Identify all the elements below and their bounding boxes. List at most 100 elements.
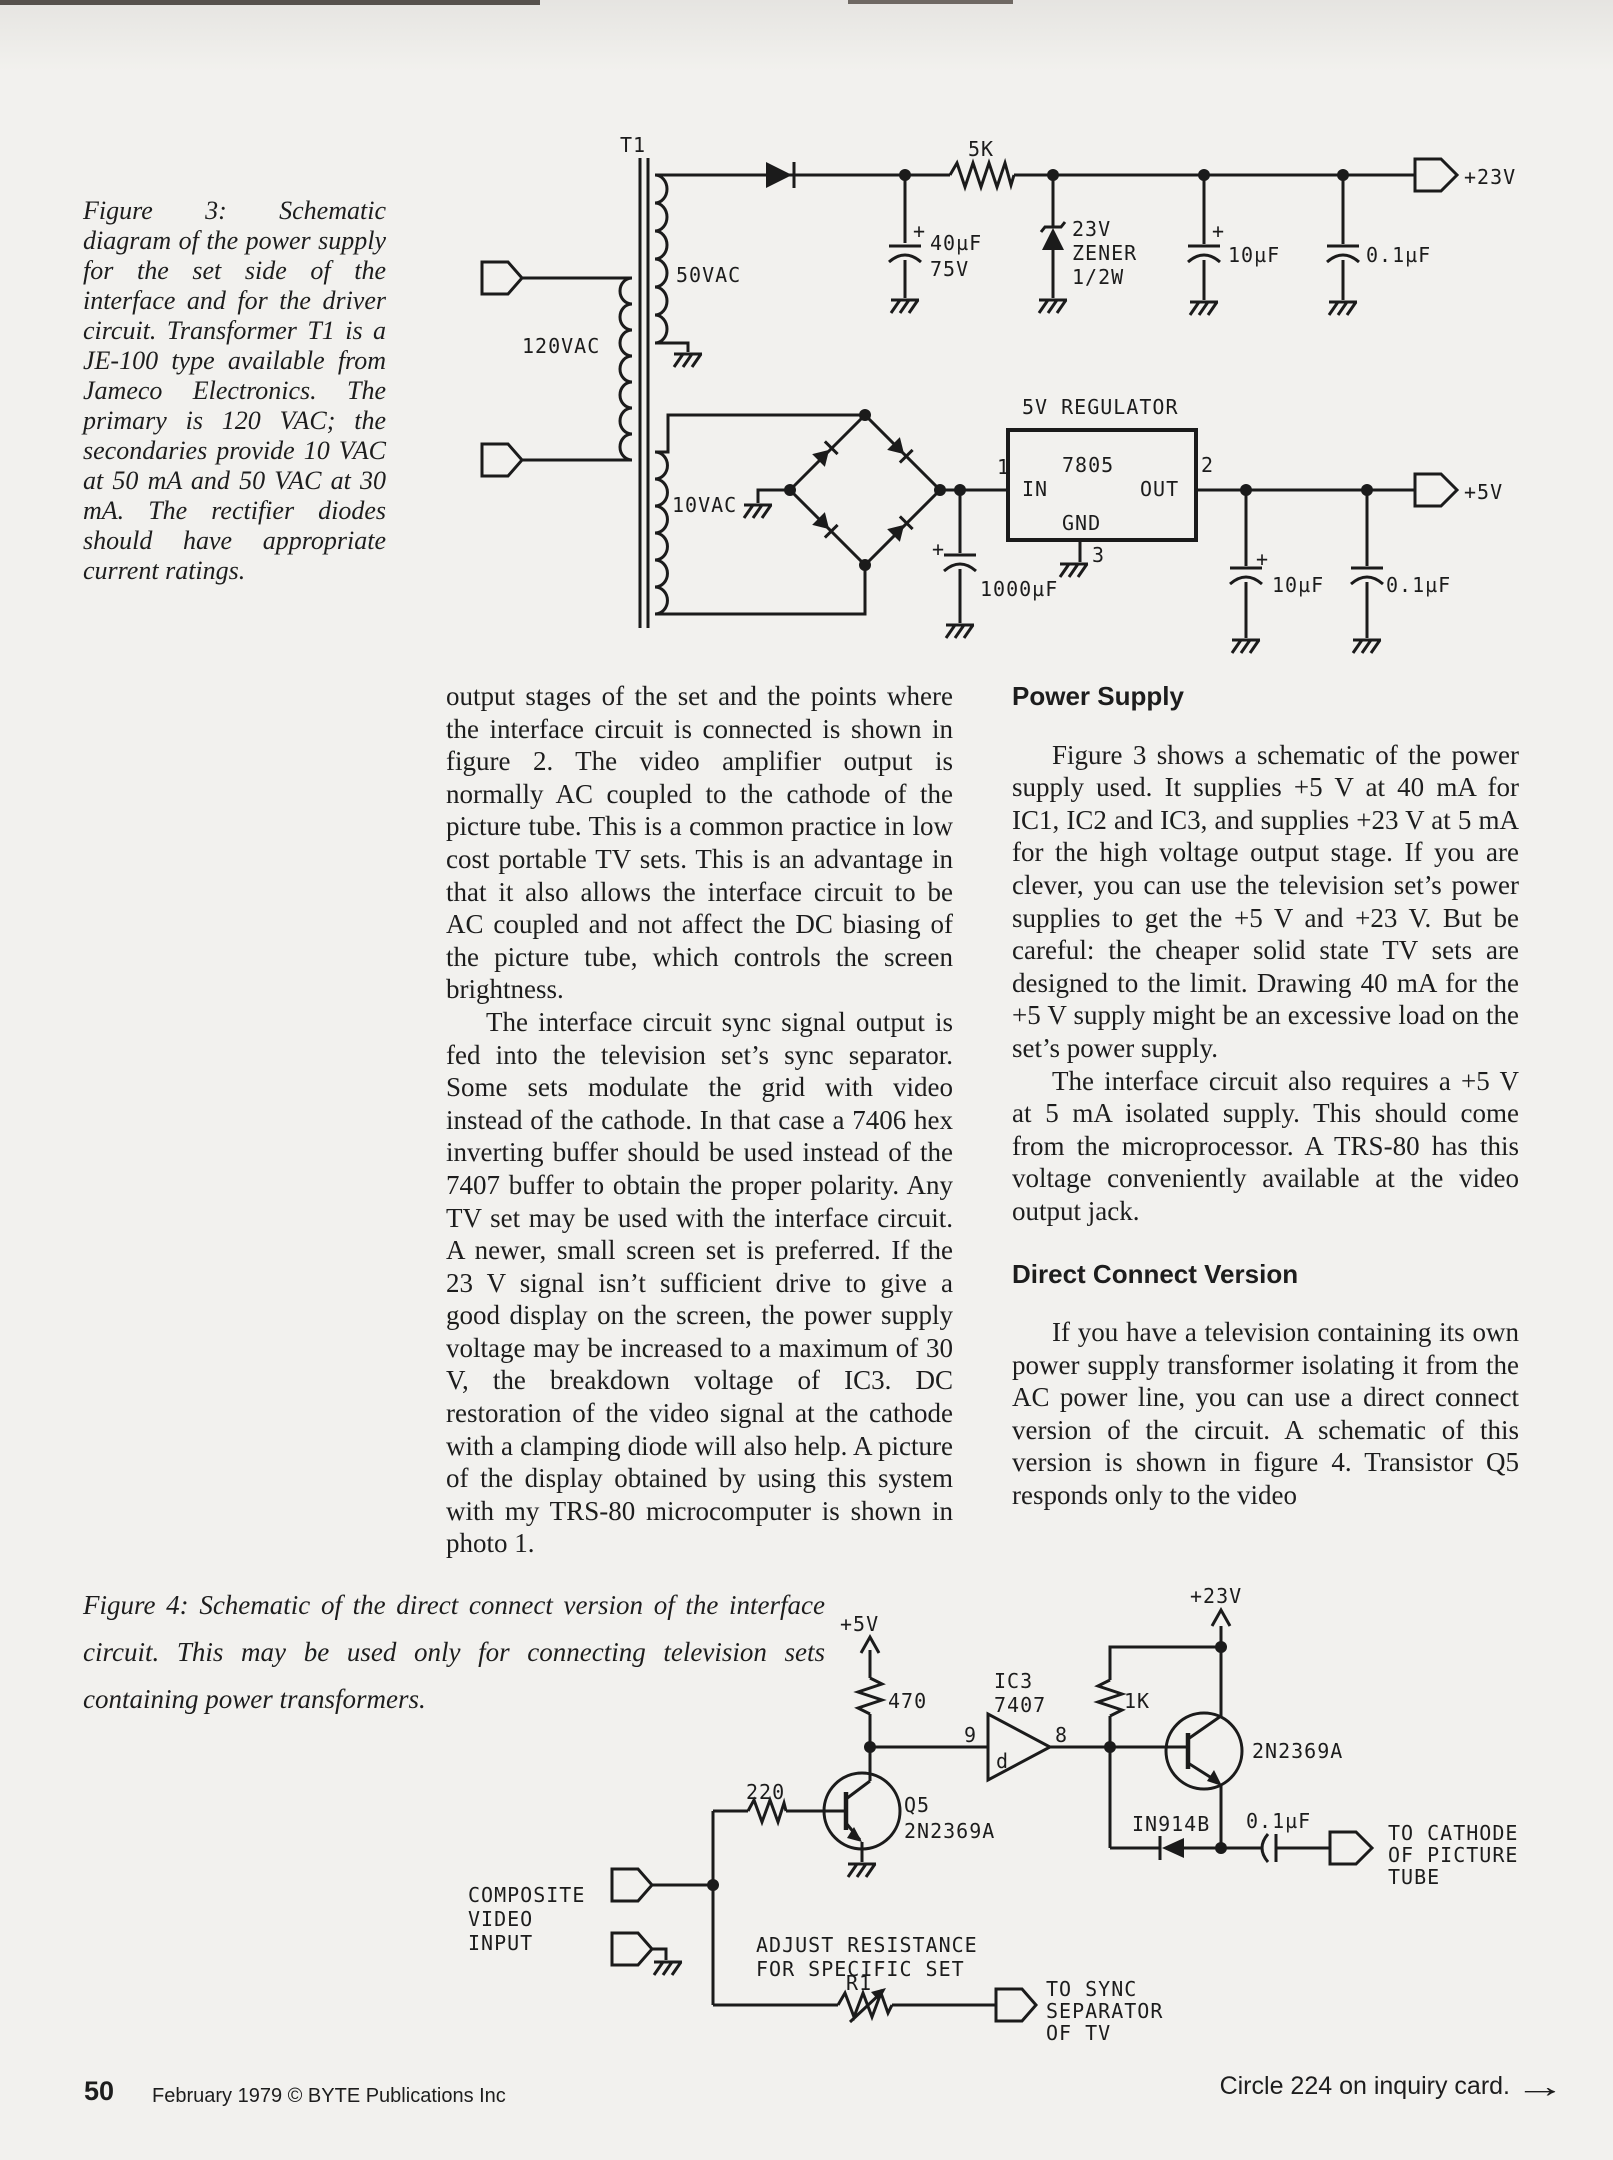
schematic-label: 7407: [994, 1693, 1046, 1717]
schematic-label: 10µF: [1228, 243, 1280, 267]
capacitor-0.1uf-icon: [1326, 175, 1360, 300]
ground-icon: [1327, 300, 1359, 317]
transistor-q5-icon: [822, 1747, 902, 1862]
schematic-label: 1000µF: [980, 577, 1058, 601]
ground-icon: [742, 503, 774, 520]
schematic-label: IC3: [994, 1669, 1033, 1693]
schematic-label: TO CATHODE: [1388, 1821, 1518, 1845]
zener-diode-icon: [1039, 175, 1067, 298]
scan-artifact-strip: [848, 0, 1013, 4]
schematic-label: 0.1µF: [1246, 1809, 1311, 1833]
figure4-caption: Figure 4: Schematic of the direct connec…: [83, 1590, 825, 1714]
inquiry-note: Circle 224 on inquiry card. →: [1219, 2070, 1566, 2102]
rail-5v: [1196, 484, 1415, 638]
transistor-2n2369a-icon: [1164, 1647, 1244, 1848]
figure3-caption: Figure 3: Schematic diagram of the power…: [83, 196, 386, 585]
body-column-left: output stages of the set and the points …: [446, 680, 953, 1560]
input-terminal-icon: [610, 1931, 654, 1967]
figure4-schematic: +5V470IC374079d81K+23V2N2369AQ52N2369A22…: [468, 1584, 1518, 2045]
schematic-label: Q5: [904, 1793, 930, 1817]
output-terminal-icon: [1413, 157, 1460, 193]
rail-23v: [655, 157, 1415, 192]
scan-artifact-strip: [0, 0, 540, 5]
schematic-label: OF TV: [1046, 2021, 1111, 2045]
schematic-label: +5V: [1464, 480, 1503, 504]
page-number: 50: [84, 2076, 115, 2106]
wire: [652, 1947, 668, 1960]
schematic-label: FOR SPECIFIC SET: [756, 1957, 965, 1981]
schematic-label: 50VAC: [676, 263, 741, 287]
schematic-label: 220: [746, 1780, 785, 1804]
schematic-label: d: [996, 1749, 1009, 1773]
schematic-label: INPUT: [468, 1931, 533, 1955]
publication-credit: February 1979 © BYTE Publications Inc: [152, 2085, 506, 2107]
schematic-label: 9: [964, 1723, 977, 1747]
schematic-label: ADJUST RESISTANCE: [756, 1933, 978, 1957]
rheostat-r1-icon: [713, 1988, 996, 2024]
paragraph: The interface circuit sync signal output…: [446, 1006, 953, 1559]
schematic-label: T1: [620, 133, 646, 157]
schematic-label: ZENER: [1072, 241, 1137, 265]
ground-icon: [944, 623, 976, 640]
ground-icon: [889, 298, 921, 315]
schematic-label: +5V: [840, 1612, 879, 1636]
schematic-label: IN914B: [1132, 1812, 1210, 1836]
schematic-label: VIDEO: [468, 1907, 533, 1931]
schematic-label: 75V: [930, 257, 969, 281]
schematic-label: 23V: [1072, 217, 1111, 241]
section-heading: Direct Connect Version: [1012, 1258, 1299, 1289]
schematic-label: +23V: [1190, 1584, 1242, 1608]
schematic-label: 120VAC: [522, 334, 600, 358]
figure3-labels: T150VAC120VAC10VAC5K+40µF75V23VZENER1/2W…: [522, 133, 1515, 601]
schematic-label: 2N2369A: [904, 1819, 995, 1843]
schematic-label: +: [1212, 219, 1225, 243]
transformer-t1-icon: [522, 158, 690, 628]
supply-5v-icon: [853, 1633, 887, 1747]
schematic-label: +: [913, 219, 926, 243]
resistor-220-icon: [713, 1795, 844, 1827]
ground-icon: [672, 352, 704, 369]
bridge-rectifier-icon: [655, 409, 946, 616]
input-terminal-icon: [480, 260, 524, 296]
ground-icon: [1351, 638, 1383, 655]
scan-artifact-band: [0, 0, 1613, 72]
input-terminal-icon: [480, 442, 524, 478]
capacitor-0.1uf-icon: [1221, 1833, 1330, 1863]
output-terminal-icon: [1328, 1830, 1375, 1866]
schematic-label: COMPOSITE: [468, 1883, 585, 1907]
schematic-label: TUBE: [1388, 1865, 1440, 1889]
schematic-label: 7805: [1062, 453, 1114, 477]
schematic-label: 40µF: [930, 231, 982, 255]
regulator-7805: [1006, 428, 1198, 562]
inquiry-text: Circle 224 on inquiry card.: [1219, 2071, 1510, 2100]
arrow-right-icon: →: [1514, 2068, 1566, 2104]
resistor-1k-icon: [1093, 1645, 1221, 1747]
diode-icon: [766, 162, 792, 188]
ground-icon: [1230, 638, 1262, 655]
capacitor-10uf-icon: [1187, 175, 1221, 300]
schematic-label: +: [932, 537, 945, 561]
schematic-label: 5V REGULATOR: [1022, 395, 1179, 419]
ground-icon: [1188, 300, 1220, 317]
input-terminal-icon: [610, 1867, 654, 1903]
schematic-label: 3: [1092, 543, 1105, 567]
diode-in914b-icon: [1108, 1747, 1221, 1860]
buffer-7407-icon: [870, 1711, 1186, 1783]
schematic-label: 470: [888, 1689, 927, 1713]
schematic-label: 1: [997, 455, 1010, 479]
schematic-label: SEPARATOR: [1046, 1999, 1163, 2023]
schematic-label: 1/2W: [1072, 265, 1124, 289]
schematic-label: 2: [1201, 453, 1214, 477]
output-terminal-icon: [994, 1987, 1038, 2023]
schematic-label: +: [1256, 547, 1269, 571]
schematic-label: 5K: [968, 137, 994, 161]
schematic-label: GND: [1062, 511, 1101, 535]
capacitor-1000uf-icon: [943, 490, 977, 623]
figure4-labels: +5V470IC374079d81K+23V2N2369AQ52N2369A22…: [468, 1584, 1518, 2045]
schematic-label: 2N2369A: [1252, 1739, 1343, 1763]
schematic-label: TO SYNC: [1046, 1977, 1137, 2001]
ground-icon: [1058, 562, 1090, 579]
schematic-label: 10µF: [1272, 573, 1324, 597]
